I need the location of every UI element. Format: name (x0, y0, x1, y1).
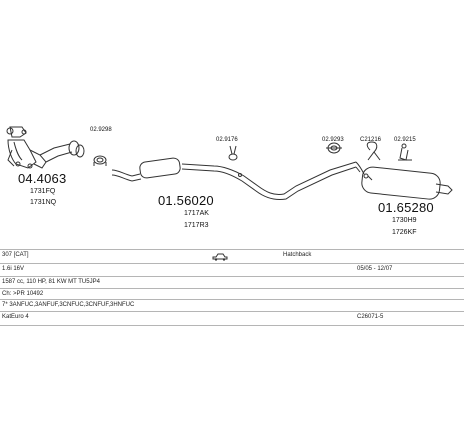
part-number-mount[interactable]: 02.9215 (394, 137, 416, 143)
clip-icon (366, 141, 381, 161)
front-catalyst-icon (6, 126, 85, 169)
catalyst-cell: KatEuro 4 (2, 314, 29, 320)
table-row: 1587 cc, 110 HP, 81 KW MT TU5JP4 (0, 276, 464, 289)
table-row: KatEuro 4 C26071-5 (0, 311, 464, 326)
table-row: Ch: >PR 10492 (0, 288, 464, 300)
part-code-front-1: 1731FQ (30, 188, 56, 195)
table-row: 7* 3ANFUC,3ANFUF,3CNFUC,3CNFUF,3HNFUC (0, 299, 464, 312)
table-row: 307 [CAT] Hatchback (0, 249, 464, 264)
power-cell: 1587 cc, 110 HP, 81 KW MT TU5JP4 (2, 279, 100, 285)
ref-code-cell: C26071-5 (357, 314, 384, 320)
part-code-front-2: 1731NQ (30, 199, 57, 206)
period-cell: 05/05 - 12/07 (357, 266, 393, 272)
part-number-gasket[interactable]: 02.9293 (322, 137, 344, 143)
rubber-mount-icon (398, 143, 412, 161)
table-row: 1.6i 16V 05/05 - 12/07 (0, 263, 464, 277)
engine-cell: 1.6i 16V (2, 266, 25, 272)
part-number-rear[interactable]: 01.65280 (378, 200, 434, 215)
part-number-hanger[interactable]: 02.9176 (216, 137, 238, 143)
chassis-cell: Ch: >PR 10492 (2, 291, 44, 297)
rear-silencer-icon (355, 161, 453, 200)
exhaust-diagram: 04.4063 1731FQ 1731NQ 01.56020 1717AK 17… (6, 126, 453, 236)
part-code-middle-2: 1717R3 (184, 222, 209, 229)
model-cell: 307 [CAT] (2, 252, 29, 258)
car-icon (212, 253, 228, 261)
part-number-clamp[interactable]: 02.9298 (90, 127, 112, 133)
part-number-middle[interactable]: 01.56020 (158, 193, 214, 208)
gasket-icon (326, 142, 342, 154)
middle-pipe-icon (111, 157, 357, 200)
hanger-icon (228, 145, 238, 161)
exhaust-drawing (6, 126, 453, 200)
variants-cell: 7* 3ANFUC,3ANFUF,3CNFUC,3CNFUF,3HNFUC (2, 302, 135, 308)
part-number-clip[interactable]: C21216 (360, 137, 382, 143)
clamp-icon (93, 155, 107, 166)
part-number-front[interactable]: 04.4063 (18, 171, 67, 186)
part-code-middle-1: 1717AK (184, 210, 209, 217)
part-code-rear-2: 1726KF (392, 229, 417, 236)
body-type-cell: Hatchback (283, 252, 312, 258)
part-code-rear-1: 1730H9 (392, 217, 417, 224)
